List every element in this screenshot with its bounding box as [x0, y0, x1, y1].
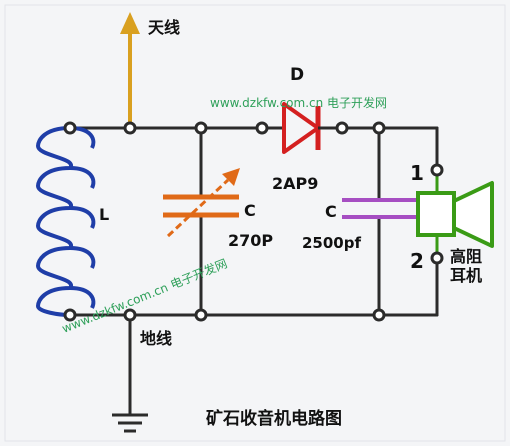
cap-ref-label: C: [325, 202, 337, 221]
speaker-cone-icon: [452, 181, 494, 248]
vcap-arrow-icon: [222, 168, 240, 186]
ground-label: 地线: [140, 329, 172, 348]
node-diode-out: [335, 121, 349, 135]
headphone-label-line1: 高阻: [450, 247, 482, 266]
pin2-label: 2: [410, 249, 424, 273]
pin1-label: 1: [410, 161, 424, 185]
node-pin2: [430, 251, 444, 265]
coil-inductor: [35, 126, 96, 317]
caption: 矿石收音机电路图: [206, 408, 342, 429]
node-vcap-top: [194, 121, 208, 135]
node-pin1: [430, 163, 444, 177]
node-ground: [123, 308, 137, 322]
node-antenna: [123, 121, 137, 135]
node-cap-bottom: [372, 308, 386, 322]
coil-loop-4: [69, 246, 96, 269]
diode: [268, 102, 342, 154]
watermark-diagonal: www.dzkfw.com.cn 电子开发网: [60, 256, 230, 336]
watermark-top: www.dzkfw.com.cn 电子开发网: [210, 95, 387, 110]
diode-model-label: 2AP9: [272, 174, 318, 193]
speaker-body: [416, 191, 456, 237]
node-diode-in: [255, 121, 269, 135]
antenna: [120, 12, 140, 128]
vcap-adjust-line: [166, 178, 230, 238]
junction-nodes: [63, 121, 444, 322]
variable-capacitor: [163, 168, 240, 238]
frame-border: [4, 4, 506, 442]
coil-winding: [35, 126, 73, 317]
ground-symbol-icon: [112, 413, 148, 433]
diode-ref-label: D: [290, 65, 304, 85]
coil-loop-2: [69, 166, 96, 189]
coil-label: L: [99, 205, 109, 224]
capacitor: [342, 198, 416, 219]
antenna-label: 天线: [148, 18, 180, 37]
coil-loop-3: [69, 206, 96, 229]
node-coil-top: [63, 121, 77, 135]
node-coil-bottom: [63, 308, 77, 322]
vcap-ref-label: C: [244, 201, 256, 220]
diode-triangle-icon: [282, 102, 320, 154]
wires: [68, 126, 439, 417]
node-vcap-bottom: [194, 308, 208, 322]
headphone: [416, 170, 494, 258]
antenna-arrow-icon: [120, 12, 140, 34]
node-cap-top: [372, 121, 386, 135]
cap-value-label: 2500pf: [302, 234, 361, 252]
vcap-value-label: 270P: [228, 231, 273, 250]
headphone-label-line2: 耳机: [450, 266, 482, 285]
coil-loop-5: [69, 286, 96, 309]
